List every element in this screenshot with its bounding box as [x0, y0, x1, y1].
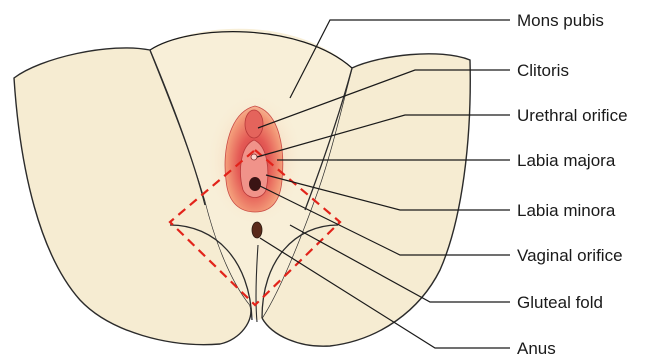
- vaginal-orifice-mark: [249, 177, 261, 191]
- clitoral-hood: [245, 110, 263, 138]
- label-clitoris: Clitoris: [517, 61, 569, 80]
- body-illustration: [14, 29, 470, 347]
- label-gluteal-fold: Gluteal fold: [517, 293, 603, 312]
- anus-mark: [252, 222, 262, 238]
- urethral-orifice-mark: [251, 154, 257, 160]
- label-mons-pubis: Mons pubis: [517, 11, 604, 30]
- label-labia-majora: Labia majora: [517, 151, 616, 170]
- label-vaginal-orifice: Vaginal orifice: [517, 246, 623, 265]
- label-labia-minora: Labia minora: [517, 201, 616, 220]
- label-urethral-orifice: Urethral orifice: [517, 106, 628, 125]
- labels: Mons pubis Clitoris Urethral orifice Lab…: [517, 11, 628, 358]
- label-anus: Anus: [517, 339, 556, 358]
